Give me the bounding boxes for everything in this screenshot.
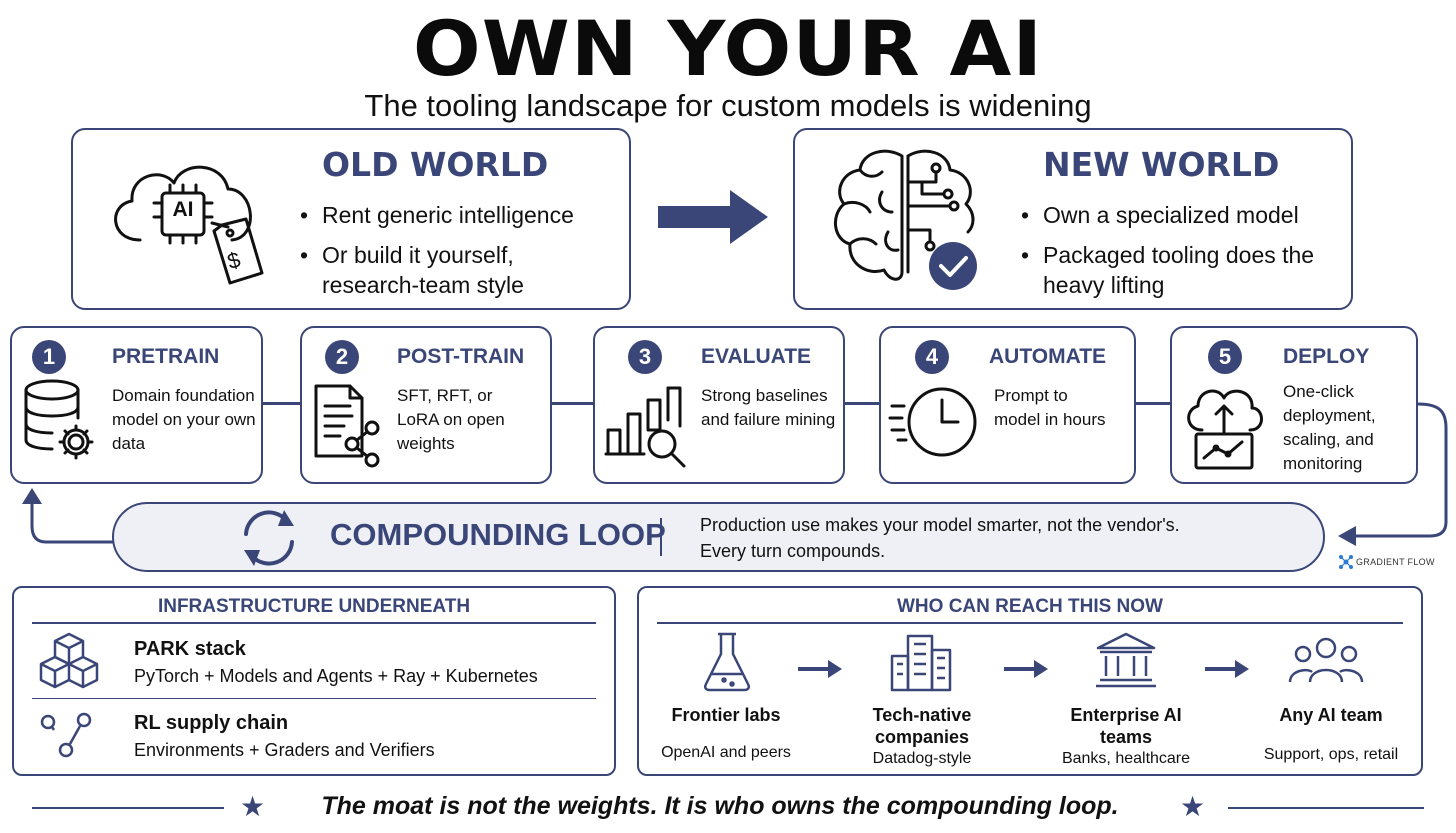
step-title: POST-TRAIN [397,345,525,368]
infrastructure-card [12,586,616,776]
document-share-icon [314,384,380,468]
brand-name: GRADIENT FLOW [1356,557,1435,567]
chip-ai-label: AI [172,198,194,221]
infrastructure-item-desc: PyTorch + Models and Agents + Ray + Kube… [134,666,538,686]
cloud-deploy-icon [1187,389,1263,470]
bank-icon [1096,632,1156,688]
cloud-ai-chip-icon [114,165,264,285]
infrastructure-item-title: RL supply chain [134,712,289,734]
cubes-icon [39,632,99,689]
arrow-right-icon [798,660,842,678]
step-title: AUTOMATE [989,345,1107,368]
step-number-badge: 1 [32,340,66,374]
flask-icon [703,632,751,692]
chart-magnifier-icon [604,386,686,468]
step-number-badge: 3 [628,340,662,374]
loop-text-line2: Every turn compounds. [700,541,886,561]
new-world-bullets: Own a specialized model Packaged tooling… [1021,200,1331,310]
compounding-loop-banner [112,502,1325,572]
step-description: One-click deployment, scaling, and monit… [1283,382,1376,473]
new-world-bullet: Own a specialized model [1021,200,1331,230]
reach-heading-rule [657,622,1403,624]
fast-clock-icon [888,387,977,457]
reach-item-title: Any AI team [1279,705,1383,725]
footer-rule-right [1228,807,1424,809]
people-icon [1288,637,1364,683]
reach-item-title: Frontier labs [671,705,781,725]
loop-text-line1: Production use makes your model smarter,… [700,515,1180,535]
step-title: EVALUATE [701,345,812,368]
star-icon: ★ [240,791,266,822]
arrow-right-icon [1205,660,1249,678]
reach-heading: WHO CAN REACH THIS NOW [897,596,1163,617]
footer-quote: The moat is not the weights. It is who o… [321,792,1119,820]
step-title: DEPLOY [1283,345,1370,368]
buildings-icon [890,634,952,692]
infrastructure-heading: INFRASTRUCTURE UNDERNEATH [157,596,471,617]
star-icon: ★ [1180,791,1206,822]
old-world-bullet: Rent generic intelligence [300,200,610,230]
reach-item-desc: Banks, healthcare [1061,750,1191,767]
old-world-bullets: Rent generic intelligence Or build it yo… [300,200,610,310]
reach-item-title: Enterprise AI teams [1070,705,1182,747]
infrastructure-item-desc: Environments + Graders and Verifiers [134,740,435,760]
old-world-title: OLD WORLD [322,145,549,184]
step-title: PRETRAIN [112,345,220,368]
reach-item-desc: Datadog-style [872,750,972,767]
loop-divider [660,518,662,556]
reach-item-title: Tech-native companies [872,705,972,747]
right-arrow-icon [658,190,768,244]
step-number-badge: 2 [325,340,359,374]
database-gear-icon [24,379,94,460]
new-world-bullet: Packaged tooling does the heavy lifting [1021,240,1331,300]
reach-card [637,586,1423,776]
infrastructure-item-title: PARK stack [134,638,246,660]
arrow-right-icon [1004,660,1048,678]
step-description: Prompt to model in hours [994,386,1106,429]
brain-check-icon [834,149,977,290]
step-number-badge: 4 [915,340,949,374]
old-world-bullet: Or build it yourself, research-team styl… [300,240,610,300]
step-description: Strong baselines and failure mining [701,386,836,429]
reach-item-desc: Support, ops, retail [1263,746,1399,763]
infrastructure-item-rule [32,698,596,699]
refresh-cycle-icon [244,510,294,566]
new-world-title: NEW WORLD [1043,145,1280,184]
loop-return-arrows [22,402,1448,546]
infrastructure-heading-rule [32,622,596,624]
step-description: Domain foundation model on your own data [112,386,256,453]
gradient-flow-logo-icon [1339,555,1353,569]
footer-rule-left [32,807,224,809]
loop-title: COMPOUNDING LOOP [330,517,666,552]
nodes-icon [40,712,92,758]
step-description: SFT, RFT, or LoRA on open weights [397,386,505,453]
page-subtitle: The tooling landscape for custom models … [364,88,1092,123]
reach-item-desc: OpenAI and peers [661,744,791,761]
page-title: OWN YOUR AI [412,4,1044,93]
step-number-badge: 5 [1208,340,1242,374]
